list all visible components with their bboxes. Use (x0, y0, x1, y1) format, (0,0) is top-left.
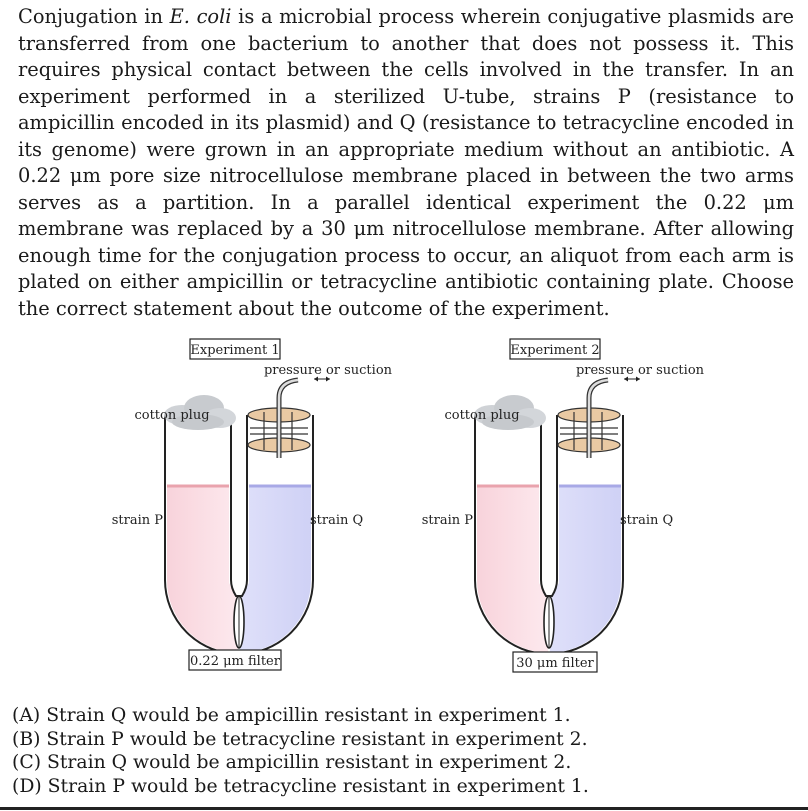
cotton-plug-icon (164, 395, 236, 430)
u-tube-inner-wall (230, 415, 248, 597)
strain-p-medium (477, 485, 548, 653)
option-a[interactable]: (A) Strain Q would be ampicillin resista… (12, 705, 571, 726)
question-text-rest: is a microbial process wherein conjugati… (18, 5, 795, 320)
strain-q-label: strain Q (620, 513, 673, 528)
strain-q-medium (240, 485, 311, 653)
option-c[interactable]: (C) Strain Q would be ampicillin resista… (12, 752, 572, 774)
experiment-title-box (189, 338, 281, 360)
strain-p-label: strain P (422, 513, 474, 528)
strain-p-medium (166, 485, 238, 653)
pressure-arrow-icon (314, 376, 330, 382)
answer-options: (A) Strain Q would be ampicillin resista… (12, 704, 792, 798)
strain-q-medium (550, 485, 621, 653)
organism-name: E. coli (169, 5, 232, 28)
stopper-icon (247, 377, 311, 458)
pressure-label: pressure or suction (264, 363, 393, 378)
strain-q-label: strain Q (310, 513, 363, 528)
cotton-plug-label: cotton plug (134, 408, 209, 423)
strain-p-label: strain P (112, 513, 164, 528)
pressure-label: pressure or suction (576, 363, 705, 378)
filter-label: 0.22 μm filter (190, 654, 281, 669)
question-text-start: Conjugation in (18, 5, 170, 28)
experiment-title: Experiment 2 (510, 343, 599, 358)
cotton-plug-icon (474, 395, 546, 430)
experiment-title: Experiment 1 (190, 343, 279, 358)
option-b[interactable]: (B) Strain P would be tetracycline resis… (12, 728, 588, 750)
stopper-icon (557, 377, 621, 458)
option-d[interactable]: (D) Strain P would be tetracycline resis… (12, 775, 589, 797)
cotton-plug-label: cotton plug (444, 408, 519, 423)
u-tube-inner-wall (540, 415, 558, 597)
experiment-1-diagram: Experiment 1 pressure or suction cotton … (112, 338, 393, 671)
pressure-arrow-icon (624, 376, 640, 382)
filter-label-box (512, 651, 598, 673)
u-tube-figure: Experiment 1 pressure or suction cotton … (0, 320, 808, 690)
bottom-rule (0, 807, 808, 810)
filter-label-box (188, 649, 282, 671)
filter-label: 30 μm filter (516, 656, 594, 671)
experiment-2-diagram: Experiment 2 pressure or suction cotton … (422, 338, 705, 673)
question-text: Conjugation in E. coli is a microbial pr… (18, 4, 794, 322)
experiment-title-box (509, 338, 601, 360)
